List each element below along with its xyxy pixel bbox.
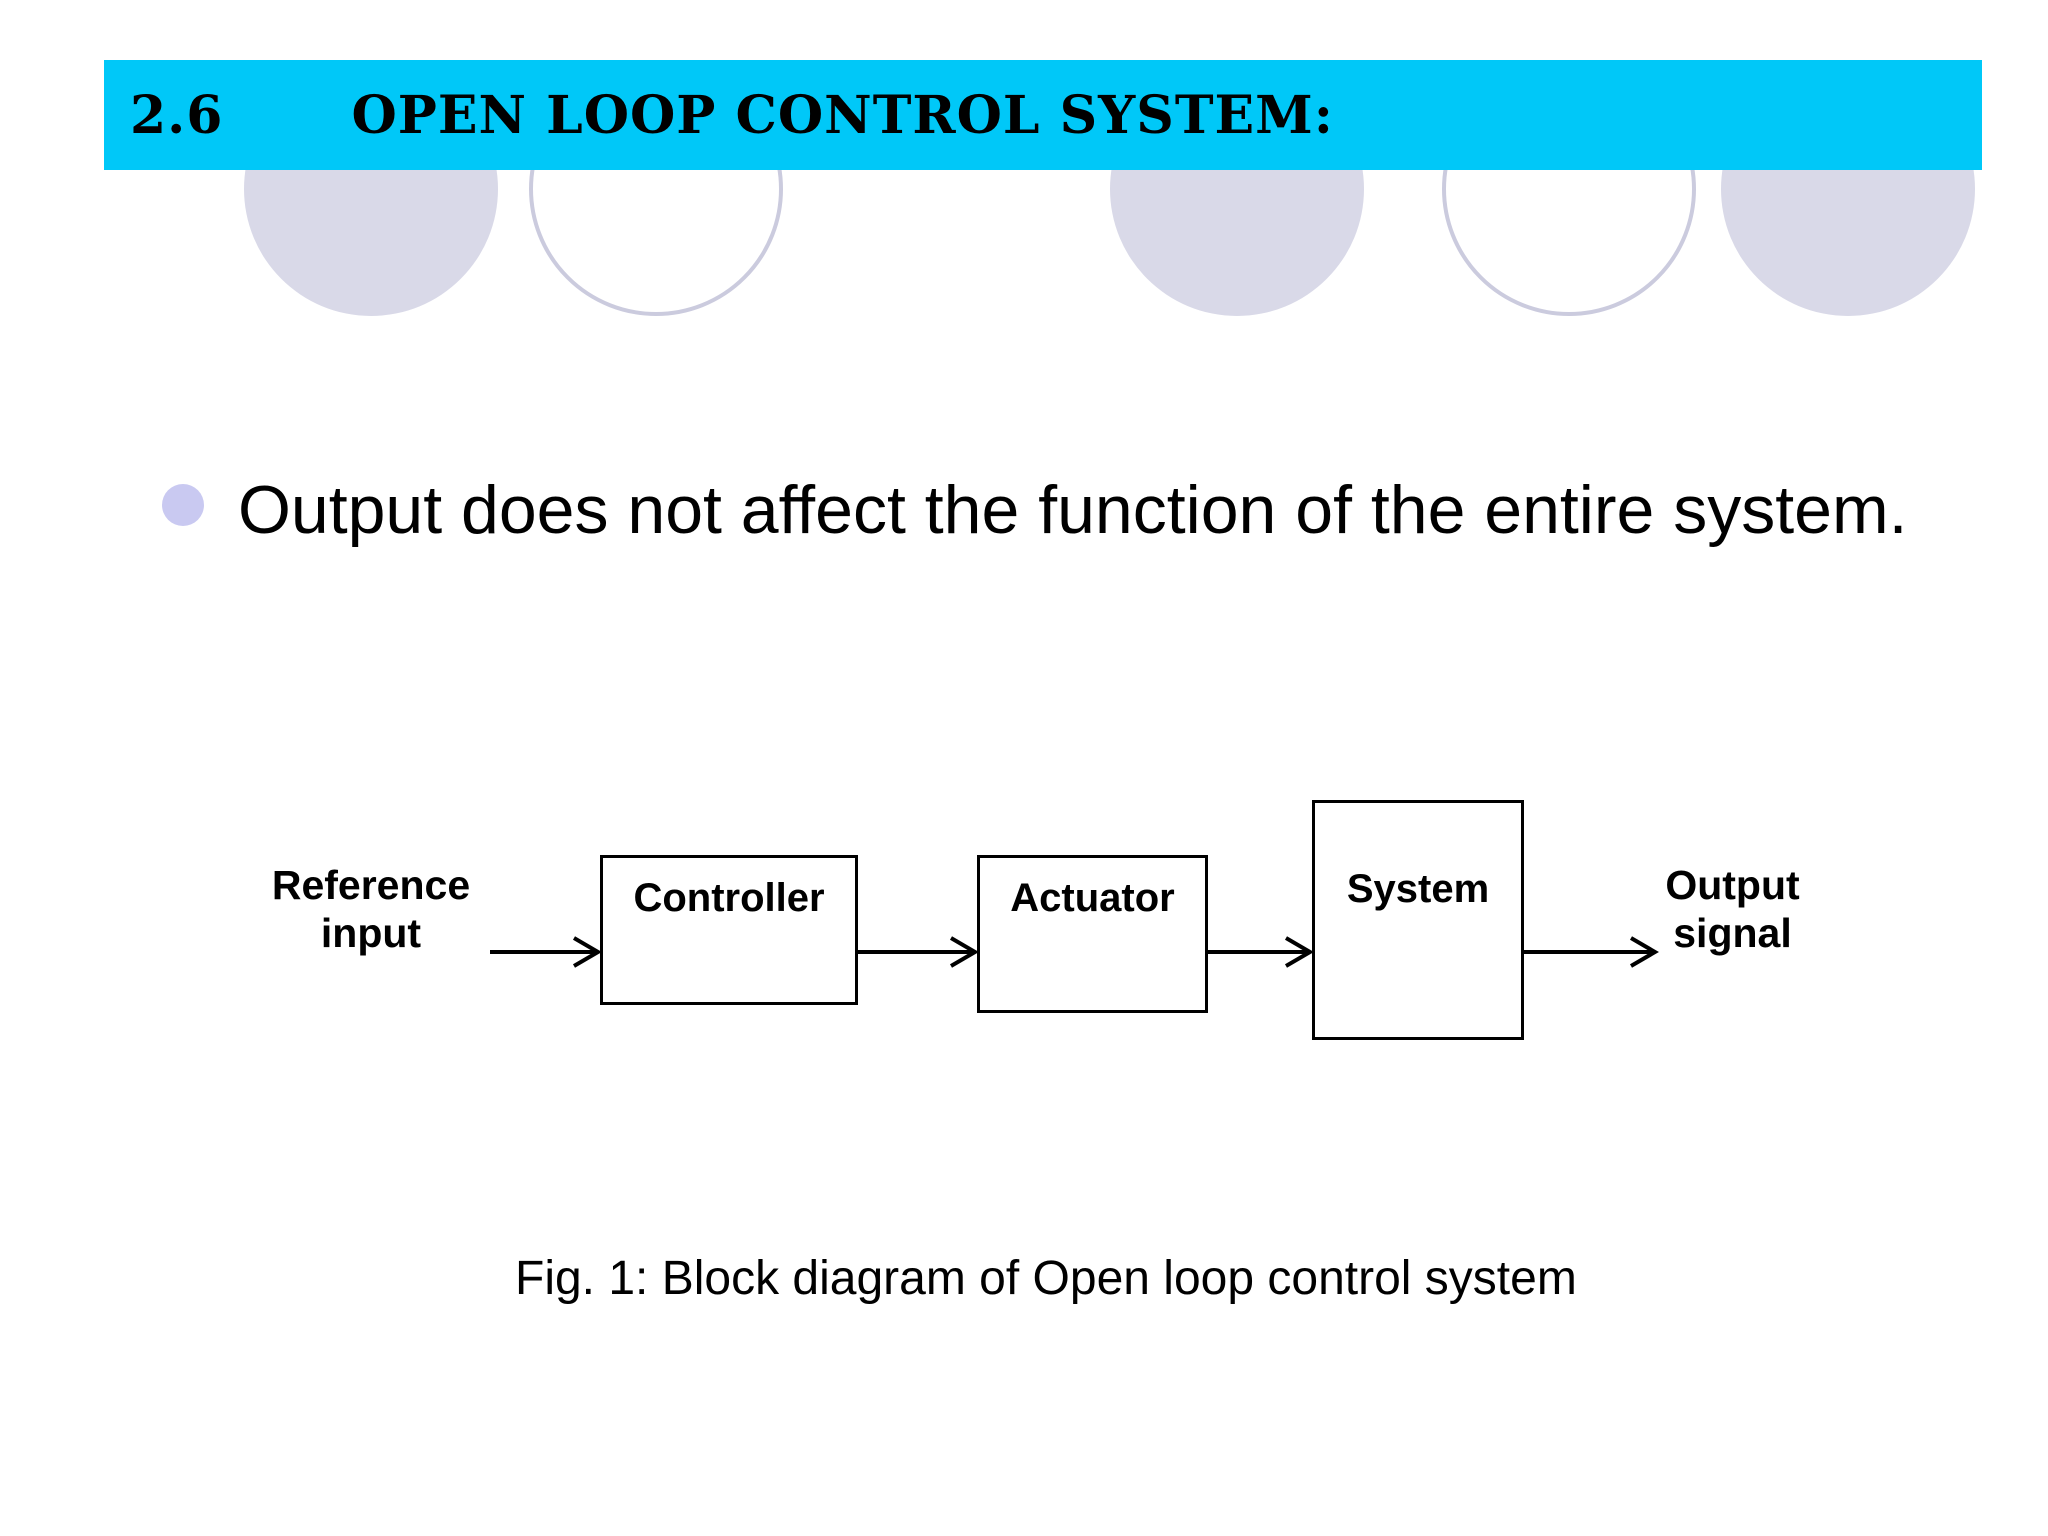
arrow-actuator-to-system (1208, 936, 1314, 968)
slide-title: OPEN LOOP CONTROL SYSTEM: (351, 84, 1334, 146)
figure-caption: Fig. 1: Block diagram of Open loop contr… (515, 1252, 1577, 1305)
bullet-text: Output does not affect the function of t… (238, 472, 1908, 548)
controller-block-label: Controller (633, 876, 825, 920)
output-signal-label: Output signal (1615, 862, 1850, 958)
controller-block: Controller (600, 855, 858, 1005)
reference-input-label: Reference input (251, 862, 491, 958)
reference-input-line2: input (320, 909, 422, 956)
arrow-controller-to-actuator (858, 936, 979, 968)
system-block-label: System (1346, 867, 1490, 911)
bullet-icon (162, 484, 204, 526)
system-block: System (1312, 800, 1524, 1040)
actuator-block: Actuator (977, 855, 1208, 1013)
output-signal-line1: Output (1665, 862, 1800, 908)
actuator-block-label: Actuator (1010, 876, 1175, 920)
arrow-system-to-output (1524, 936, 1659, 968)
slide-header-bar: 2.6 OPEN LOOP CONTROL SYSTEM: (104, 60, 1982, 170)
arrow-input-to-controller (490, 936, 602, 968)
output-signal-line2: signal (1673, 909, 1792, 956)
section-number: 2.6 (130, 84, 224, 146)
reference-input-line1: Reference (271, 862, 471, 908)
